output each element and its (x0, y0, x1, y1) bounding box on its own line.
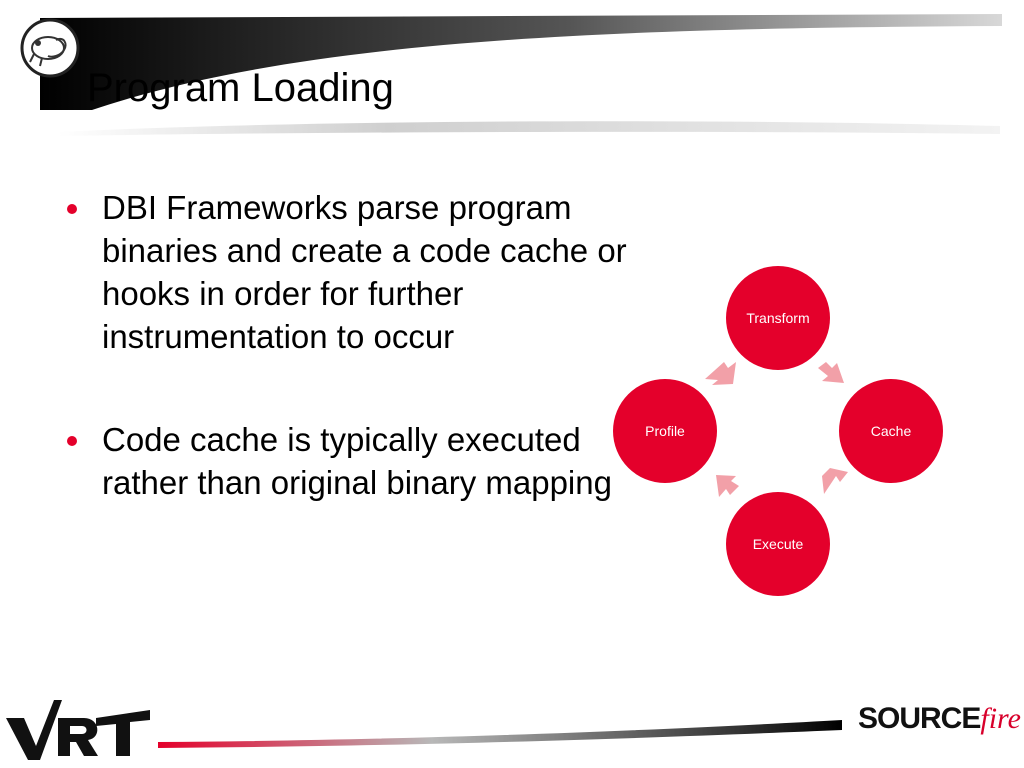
cycle-node-cache: Cache (839, 379, 943, 483)
cycle-node-execute: Execute (726, 492, 830, 596)
header-band (40, 14, 1002, 136)
bullet-text: DBI Frameworks parse program binaries an… (102, 189, 627, 355)
cycle-node-profile: Profile (613, 379, 717, 483)
arrow-cache-to-execute-icon (822, 468, 848, 494)
footer-band (158, 720, 842, 748)
slide-title: Program Loading (87, 66, 394, 110)
arrow-execute-to-profile-icon (716, 475, 739, 497)
bullet-dot-icon (67, 204, 77, 214)
bullet-text: Code cache is typically executed rather … (102, 421, 612, 501)
cycle-arrows (705, 362, 848, 497)
arrow-transform-to-cache-icon (818, 362, 844, 383)
arrow-profile-to-transform-icon (705, 362, 736, 385)
cycle-node-transform: Transform (726, 266, 830, 370)
bullet-item: DBI Frameworks parse program binaries an… (60, 186, 640, 358)
bullet-dot-icon (67, 436, 77, 446)
sourcefire-logo: SOURCEfire (858, 702, 1021, 735)
mascot-logo-icon (20, 18, 80, 78)
vrt-logo (6, 700, 150, 760)
bullet-list: DBI Frameworks parse program binaries an… (60, 186, 640, 504)
bullet-item: Code cache is typically executed rather … (60, 418, 640, 504)
